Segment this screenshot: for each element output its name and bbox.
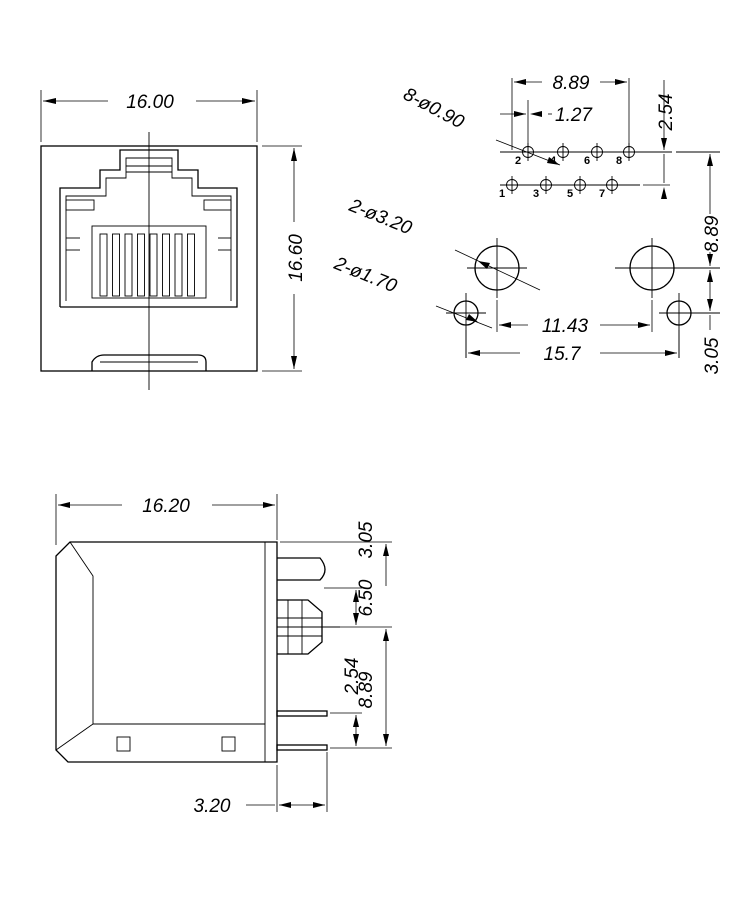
contact-block bbox=[91, 225, 207, 299]
front-width-label: 16.00 bbox=[126, 92, 174, 113]
post-hole-label: 2-ø3.20 bbox=[345, 195, 415, 240]
pin-number: 7 bbox=[599, 188, 605, 200]
side-pin-pitch-label: 2.54 bbox=[342, 658, 363, 696]
pin-number: 6 bbox=[584, 155, 590, 167]
contact-finger bbox=[174, 233, 183, 297]
row-spacing-label: 2.54 bbox=[656, 94, 677, 132]
side-view: 16.20 3.05 6.50 8.89 2.54 3.20 bbox=[55, 494, 392, 817]
pcb-offset-label: 1.27 bbox=[555, 105, 593, 126]
side-length-label: 16.20 bbox=[142, 496, 190, 517]
side-inner-bevel bbox=[69, 541, 266, 762]
small-hole-label: 2-ø1.70 bbox=[330, 253, 400, 298]
pin-hole-label: 8-ø0.90 bbox=[400, 84, 468, 133]
pin-number: 5 bbox=[567, 188, 573, 200]
front-height-label: 16.60 bbox=[286, 234, 307, 282]
side-post-height-label: 6.50 bbox=[356, 579, 377, 616]
side-top-tab bbox=[277, 557, 326, 581]
port-opening bbox=[59, 149, 238, 308]
bottom-tab bbox=[91, 354, 207, 371]
contact-finger bbox=[137, 233, 145, 297]
pin-number: 1 bbox=[499, 188, 505, 200]
pin-number: 8 bbox=[616, 155, 622, 167]
pin-number: 3 bbox=[533, 188, 539, 200]
side-top-offset-label: 3.05 bbox=[356, 521, 377, 558]
contact-finger bbox=[187, 233, 195, 297]
side-marker-right bbox=[221, 736, 236, 752]
right-height-label: 8.89 bbox=[702, 215, 723, 252]
port-inner-outline bbox=[65, 157, 232, 301]
front-view: 16.00 16.60 bbox=[40, 90, 307, 390]
contact-finger bbox=[149, 233, 158, 297]
contact-finger bbox=[99, 233, 108, 297]
pin-number: 2 bbox=[515, 155, 521, 167]
side-pin-length-label: 3.20 bbox=[194, 796, 231, 817]
side-body-outline bbox=[55, 541, 278, 763]
contact-finger bbox=[124, 233, 133, 297]
side-pin-span-label: 8.89 bbox=[356, 671, 377, 708]
right-offset-label: 3.05 bbox=[702, 337, 723, 374]
pcb-pitch-label: 8.89 bbox=[553, 73, 590, 94]
contact-fingers bbox=[99, 233, 195, 297]
post-spacing-label: 11.43 bbox=[542, 316, 589, 337]
side-pin-lower bbox=[276, 744, 328, 751]
side-marker-left bbox=[116, 736, 131, 752]
pcb-layout: 8.89 1.27 8-ø0.90 2 4 6 8 1 3 5 7 2.54 bbox=[330, 73, 723, 374]
contact-finger bbox=[162, 233, 170, 297]
small-spacing-label: 15.7 bbox=[544, 344, 582, 365]
pin-number: 4 bbox=[550, 155, 557, 167]
contact-finger bbox=[112, 233, 120, 297]
side-pin-upper bbox=[276, 710, 328, 717]
